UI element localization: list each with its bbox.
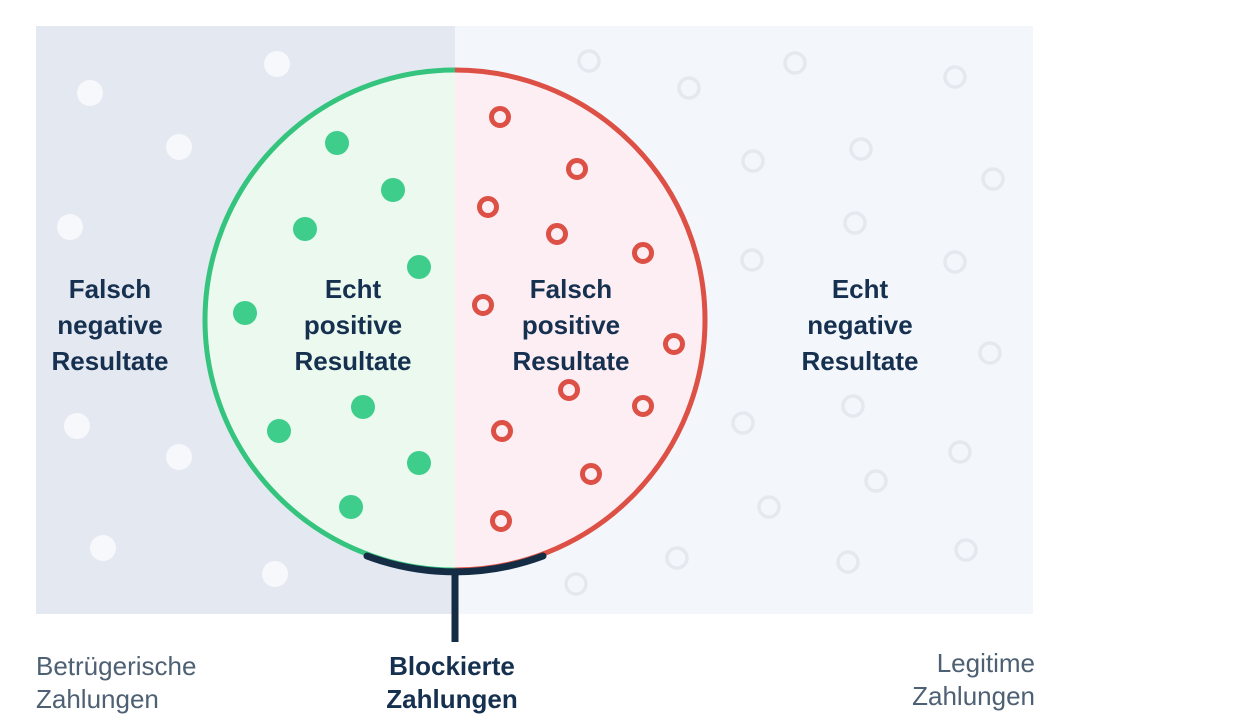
legitimate-payment-ring <box>981 167 1005 191</box>
fraudulent-payment-dot <box>90 535 116 561</box>
true-positive-dot <box>325 131 349 155</box>
true-positive-dot <box>267 419 291 443</box>
true-positive-dots-layer <box>233 131 431 519</box>
false-positive-ring <box>490 510 512 532</box>
legitimate-payment-ring <box>954 538 978 562</box>
fraudulent-payment-dot <box>262 561 288 587</box>
legitimate-payment-ring <box>740 248 764 272</box>
true-negative-label: Echt negative Resultate <box>801 274 919 376</box>
true-positive-dot <box>233 301 257 325</box>
legitimate-payment-ring <box>564 572 588 596</box>
fraudulent-payments-label: Betrügerische Zahlungen <box>36 651 197 714</box>
legitimate-payment-ring <box>978 341 1002 365</box>
legitimate-payment-ring <box>731 411 755 435</box>
true-positive-dot <box>351 395 375 419</box>
legitimate-payment-ring <box>757 495 781 519</box>
legitimate-payment-ring <box>943 65 967 89</box>
legitimate-payment-rings-layer <box>564 49 1005 596</box>
false-positive-ring <box>491 420 513 442</box>
legitimate-payment-ring <box>665 546 689 570</box>
legitimate-payment-ring <box>741 149 765 173</box>
legitimate-payment-ring <box>783 51 807 75</box>
true-positive-label: Echt positive Resultate <box>294 274 412 376</box>
false-positive-ring <box>558 379 580 401</box>
fraudulent-payment-dot <box>64 413 90 439</box>
fraudulent-payment-dot <box>77 80 103 106</box>
true-positive-dot <box>293 217 317 241</box>
true-positive-dot <box>407 451 431 475</box>
false-positive-ring <box>477 196 499 218</box>
detection-circle-green-arc <box>202 67 456 573</box>
legitimate-payment-ring <box>849 137 873 161</box>
legitimate-payment-ring <box>836 550 860 574</box>
legitimate-payments-label: Legitime Zahlungen <box>912 648 1035 711</box>
legitimate-payment-ring <box>948 440 972 464</box>
detection-circle-red-arc <box>454 67 708 573</box>
false-negative-label: Falsch negative Resultate <box>51 274 169 376</box>
true-positive-dot <box>407 255 431 279</box>
blocked-payments-label: Blockierte Zahlungen <box>386 651 518 714</box>
false-positive-ring <box>632 395 654 417</box>
fraudulent-payment-dot <box>264 51 290 77</box>
legitimate-payment-ring <box>841 394 865 418</box>
fraudulent-payment-dot <box>57 214 83 240</box>
true-positive-dot <box>339 495 363 519</box>
legitimate-payment-ring <box>864 469 888 493</box>
fraudulent-payment-dot <box>166 134 192 160</box>
false-positive-ring <box>580 463 602 485</box>
true-positive-dot <box>381 178 405 202</box>
legitimate-payment-ring <box>943 250 967 274</box>
fraudulent-payment-dot <box>166 444 192 470</box>
false-positive-rings-layer <box>472 106 685 532</box>
false-positive-ring <box>566 158 588 180</box>
legitimate-payment-ring <box>677 76 701 100</box>
fraudulent-payment-dots-layer <box>57 51 290 587</box>
false-positive-label: Falsch positive Resultate <box>512 274 630 376</box>
false-positive-ring <box>632 242 654 264</box>
legitimate-payment-ring <box>577 49 601 73</box>
false-positive-half-fill <box>455 70 705 570</box>
false-positive-ring <box>489 106 511 128</box>
false-positive-ring <box>472 294 494 316</box>
legitimate-payment-ring <box>843 211 867 235</box>
false-positive-ring <box>663 333 685 355</box>
false-positive-ring <box>546 223 568 245</box>
